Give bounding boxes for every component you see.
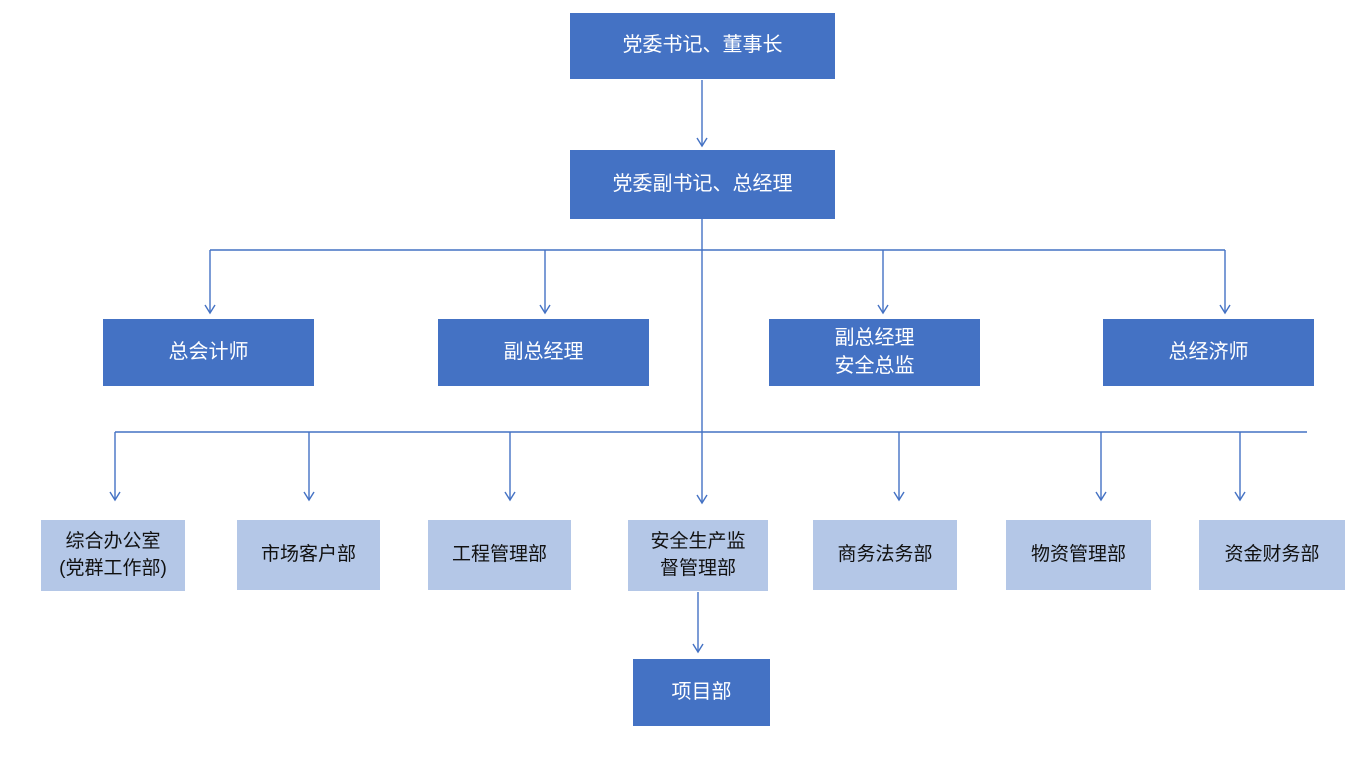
node-safety-production-supervision-dept: 安全生产监 督管理部 — [628, 520, 768, 591]
node-engineering-management-dept: 工程管理部 — [428, 520, 571, 590]
node-commerce-legal-dept: 商务法务部 — [813, 520, 957, 590]
node-deputy-gm-safety-director: 副总经理 安全总监 — [769, 319, 980, 386]
node-materials-management-dept: 物资管理部 — [1006, 520, 1151, 590]
node-general-manager: 党委副书记、总经理 — [570, 150, 835, 219]
node-chief-economist: 总经济师 — [1103, 319, 1314, 386]
node-deputy-general-manager: 副总经理 — [438, 319, 649, 386]
node-chief-accountant: 总会计师 — [103, 319, 314, 386]
node-funds-finance-dept: 资金财务部 — [1199, 520, 1345, 590]
node-chairman: 党委书记、董事长 — [570, 13, 835, 79]
node-project-dept: 项目部 — [633, 659, 770, 726]
node-market-customer-dept: 市场客户部 — [237, 520, 380, 590]
node-general-office: 综合办公室 (党群工作部) — [41, 520, 185, 591]
